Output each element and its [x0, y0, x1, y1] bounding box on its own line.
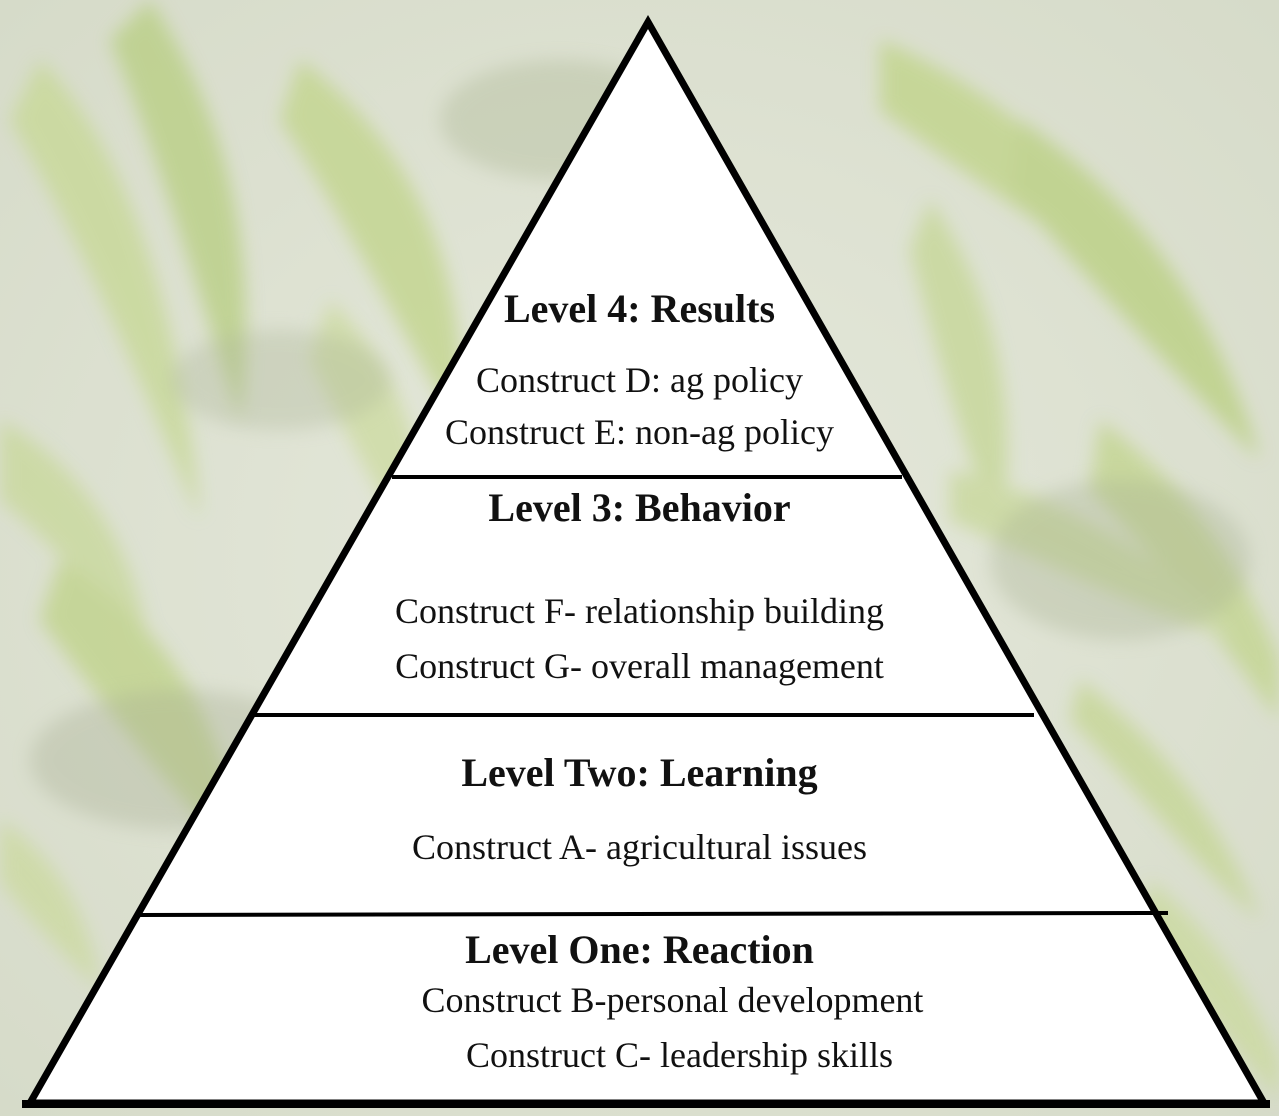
level-3-construct-g: Construct G- overall management — [395, 646, 884, 686]
level-4-construct-d: Construct D: ag policy — [476, 360, 803, 400]
level-3-title: Level 3: Behavior — [488, 485, 791, 530]
level-3-construct-f: Construct F- relationship building — [395, 591, 884, 631]
level-1-construct-b: Construct B-personal development — [421, 980, 924, 1020]
level-1-construct-c: Construct C- leadership skills — [466, 1035, 893, 1075]
level-4-construct-e: Construct E: non-ag policy — [445, 412, 834, 452]
level-2-construct-a: Construct A- agricultural issues — [412, 827, 867, 867]
level-4-title: Level 4: Results — [503, 286, 776, 331]
level-1-title: Level One: Reaction — [465, 927, 814, 972]
tier-divider-2-1 — [139, 911, 1169, 917]
level-2-title: Level Two: Learning — [461, 750, 818, 795]
